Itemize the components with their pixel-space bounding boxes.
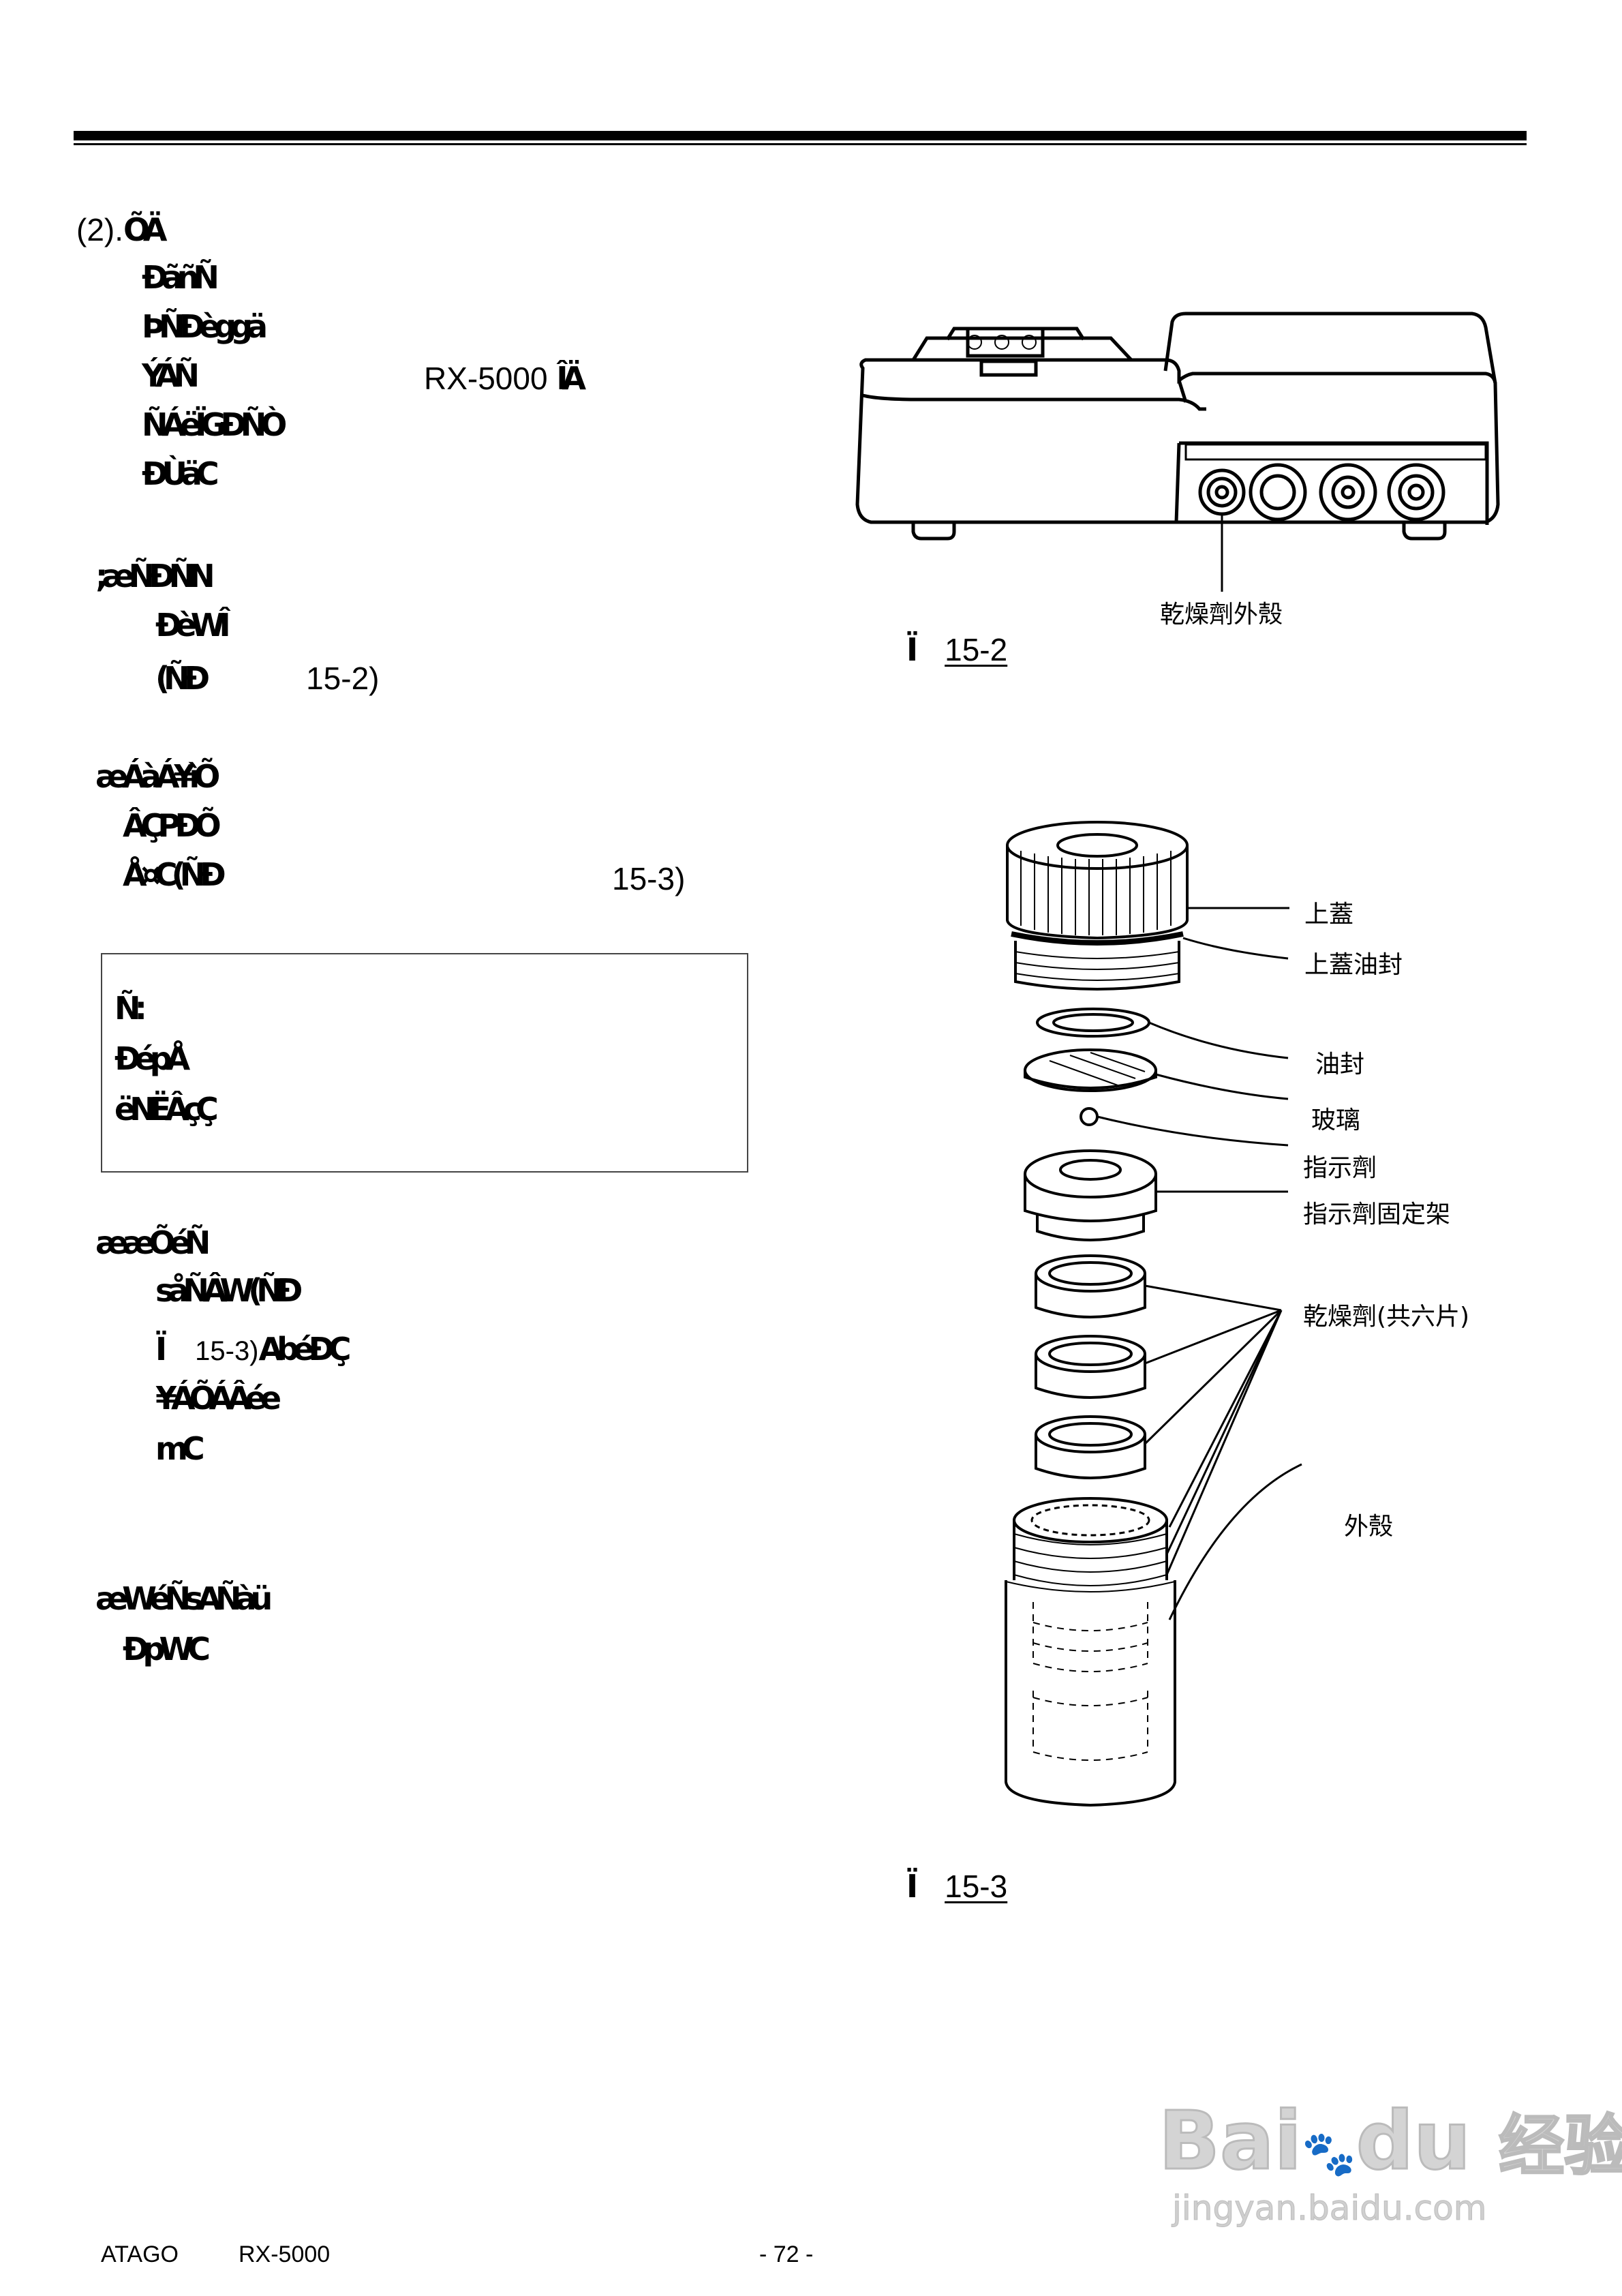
step2-line2-ref: 15-3): [612, 861, 686, 896]
label-glass: 玻璃: [1311, 1106, 1361, 1134]
label-seal: 油封: [1315, 1051, 1365, 1078]
watermark-logo: Bai🐾du 经验: [1157, 2093, 1622, 2189]
step3-line1: såÑÂW(ÑÐ: [155, 1272, 303, 1309]
label-desiccant-six: 乾燥劑(共六片): [1303, 1303, 1470, 1331]
footer-model: RX-5000: [239, 2241, 331, 2267]
note-line1: ÐépÅ: [114, 1040, 190, 1077]
intro-line-4: ÑÁëÏGÐÑÒ: [142, 406, 287, 443]
watermark-url: jingyan.baidu.com: [1172, 2188, 1487, 2229]
intro-line-3-model: RX-5000 ÎÄ: [424, 360, 586, 397]
intro-line-2: ÞÑÐèggä: [142, 308, 268, 345]
figure-15-3-drawing: [1005, 821, 1302, 1807]
step4-line1: ÐpWC: [123, 1631, 211, 1667]
section-heading: (2).ÕÄ: [76, 211, 168, 248]
intro-line-5: ÐÙäC: [142, 455, 219, 492]
label-top-cap-seal: 上蓋油封: [1304, 951, 1403, 979]
step2-line2: Å¤C(ÑÐ: [123, 856, 226, 893]
label-outer-casing: 外殼: [1344, 1513, 1394, 1541]
label-desiccant-casing: 乾燥劑外殼: [1160, 601, 1283, 629]
intro-line-3: ÝÁÑ: [142, 357, 200, 394]
step1-line1: ÐèWÎ: [155, 607, 231, 644]
footer-page-number: - 72 -: [759, 2241, 814, 2267]
step1-title: ;æÑÐÑN: [95, 558, 215, 594]
step2-line1: ÂÇPÐÕ: [123, 807, 221, 844]
note-line2: ëNËÂçÇ: [114, 1091, 219, 1128]
label-top-cap: 上蓋: [1304, 901, 1354, 928]
note-box: [101, 953, 748, 1173]
intro-line-1: ÐãñÑ: [142, 259, 219, 296]
figure-15-2-drawing: [855, 312, 1500, 592]
footer-brand: ATAGO: [101, 2241, 179, 2267]
step3-line4: mC: [155, 1430, 205, 1467]
step3-line3: ¥ÁÕÁÂée: [155, 1380, 281, 1417]
label-indicator: 指示劑: [1303, 1154, 1377, 1182]
step2-title: æÁàÁ¥ìÕ: [95, 758, 220, 795]
note-title: Ñ:: [114, 990, 147, 1027]
label-indicator-holder: 指示劑固定架: [1303, 1200, 1451, 1228]
step4-title: æWéÑsAÑàü: [95, 1580, 273, 1617]
header-rule-thin: [74, 143, 1527, 145]
header-rule-thick: [74, 131, 1527, 140]
step3-title: ææÕéÑ: [95, 1224, 211, 1261]
